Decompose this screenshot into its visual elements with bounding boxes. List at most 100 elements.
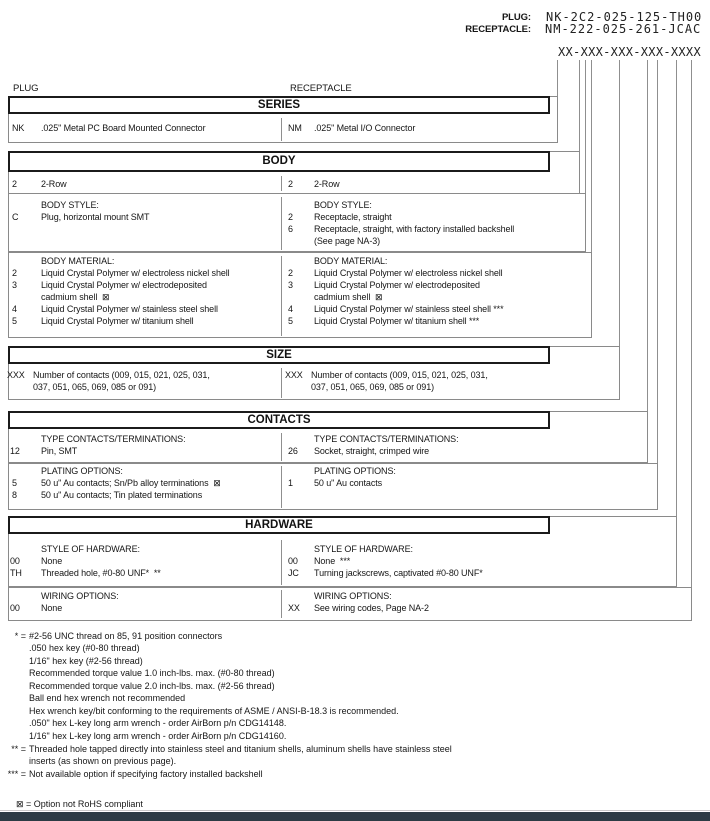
- connector-line-contact-type: [647, 60, 648, 463]
- rohs-legend: ⊠ = Option not RoHS compliant: [16, 799, 143, 809]
- connector-line-size: [619, 60, 620, 400]
- wiring-heading-right: WIRING OPTIONS:: [314, 591, 392, 601]
- option-desc: Liquid Crystal Polymer w/ electrodeposit…: [314, 280, 480, 290]
- option-code: XX: [288, 603, 300, 613]
- option-desc: Plug, horizontal mount SMT: [41, 212, 150, 222]
- footnote-triple-star-label: *** =: [7, 769, 26, 779]
- size-left-desc-1: Number of contacts (009, 015, 021, 025, …: [33, 370, 210, 380]
- body-style-heading-right: BODY STYLE:: [314, 200, 372, 210]
- contacts-plating-box: [8, 463, 658, 510]
- footnote-line: Not available option if specifying facto…: [29, 769, 263, 779]
- option-code: 3: [12, 280, 17, 290]
- wiring-heading-left: WIRING OPTIONS:: [41, 591, 119, 601]
- body-style-box: [8, 193, 586, 252]
- option-code: 3: [288, 280, 293, 290]
- size-right-desc-1: Number of contacts (009, 015, 021, 025, …: [311, 370, 488, 380]
- option-code: 00: [10, 603, 20, 613]
- option-code: 6: [288, 224, 293, 234]
- option-desc: Threaded hole, #0-80 UNF* **: [41, 568, 161, 578]
- footnote-double-star-label: ** =: [11, 744, 26, 754]
- option-desc: cadmium shell ⊠: [41, 292, 110, 302]
- option-code: 2: [12, 268, 17, 278]
- option-code: 00: [10, 556, 20, 566]
- contacts-header: CONTACTS: [8, 411, 550, 429]
- option-code: 2: [288, 212, 293, 222]
- option-code: 00: [288, 556, 298, 566]
- option-desc: Liquid Crystal Polymer w/ titanium shell…: [314, 316, 480, 326]
- option-desc: cadmium shell ⊠: [314, 292, 383, 302]
- body-row-right-desc: 2-Row: [314, 179, 340, 189]
- option-code: 2: [288, 268, 293, 278]
- hardware-wiring-box: [8, 587, 692, 621]
- footnote-line: .050 hex key (#0-80 thread): [29, 643, 140, 653]
- series-right-desc: .025" Metal I/O Connector: [314, 123, 416, 133]
- option-code: 26: [288, 446, 298, 456]
- option-code: 8: [12, 490, 17, 500]
- footnote-line: 1/16" hex L-key long arm wrench - order …: [29, 731, 287, 741]
- option-desc: (See page NA-3): [314, 236, 381, 246]
- receptacle-pn-label: RECEPTACLE:: [465, 24, 531, 35]
- body-material-heading-right: BODY MATERIAL:: [314, 256, 388, 266]
- footnote-line: 1/16" hex key (#2-56 thread): [29, 656, 143, 666]
- hardware-style-heading-left: STYLE OF HARDWARE:: [41, 544, 140, 554]
- bottom-light-rule: [0, 810, 710, 811]
- body-row-column-divider: [281, 176, 282, 191]
- option-code: 12: [10, 446, 20, 456]
- plug-part-number: NK-2C2-025-125-TH00: [546, 10, 703, 24]
- footnote-line: Threaded hole tapped directly into stain…: [29, 744, 452, 754]
- option-code: JC: [288, 568, 299, 578]
- footnote-star-label: * =: [14, 631, 26, 641]
- contacts-type-heading-right: TYPE CONTACTS/TERMINATIONS:: [314, 434, 459, 444]
- series-left-desc: .025" Metal PC Board Mounted Connector: [41, 123, 206, 133]
- body-row-right-code: 2: [288, 179, 293, 189]
- hardware-wiring-column-divider: [281, 590, 282, 618]
- plug-pn-label: PLUG:: [501, 12, 531, 23]
- connector-line-row: [579, 60, 580, 193]
- size-left-desc-2: 037, 051, 065, 069, 085 or 091): [33, 382, 157, 392]
- option-desc: Liquid Crystal Polymer w/ electrodeposit…: [41, 280, 207, 290]
- size-right-code: XXX: [285, 370, 303, 380]
- connector-line-plating: [657, 60, 658, 510]
- footnote-line: .050" hex L-key long arm wrench - order …: [29, 718, 287, 728]
- hardware-header: HARDWARE: [8, 516, 550, 534]
- series-column-divider: [281, 118, 282, 141]
- contacts-type-heading-left: TYPE CONTACTS/TERMINATIONS:: [41, 434, 186, 444]
- series-header: SERIES: [8, 96, 550, 114]
- option-desc: None ***: [314, 556, 351, 566]
- connector-line-wiring: [691, 60, 692, 621]
- option-code: 1: [288, 478, 293, 488]
- footnote-line: Hex wrench key/bit conforming to the req…: [29, 706, 399, 716]
- body-material-heading-left: BODY MATERIAL:: [41, 256, 115, 266]
- option-code: 5: [12, 316, 17, 326]
- connector-line-body-material: [591, 60, 592, 338]
- body-row-left-code: 2: [12, 179, 17, 189]
- option-code: 4: [288, 304, 293, 314]
- footnote-line: Recommended torque value 1.0 inch-lbs. m…: [29, 668, 275, 678]
- option-desc: 50 u" Au contacts; Tin plated terminatio…: [41, 490, 203, 500]
- part-number-pattern: XX-XXX-XXX-XXX-XXXX: [558, 45, 701, 59]
- option-desc: 50 u" Au contacts: [314, 478, 383, 488]
- hardware-style-column-divider: [281, 540, 282, 585]
- body-row-left-desc: 2-Row: [41, 179, 67, 189]
- option-desc: Socket, straight, crimped wire: [314, 446, 430, 456]
- option-code: C: [12, 212, 19, 222]
- series-right-code: NM: [288, 123, 302, 133]
- option-desc: Liquid Crystal Polymer w/ electroless ni…: [41, 268, 230, 278]
- connector-line-hardware-style: [676, 60, 677, 587]
- option-desc: None: [41, 603, 63, 613]
- size-right-desc-2: 037, 051, 065, 069, 085 or 091): [311, 382, 435, 392]
- body-header: BODY: [8, 151, 550, 172]
- receptacle-column-label: RECEPTACLE: [290, 83, 352, 94]
- receptacle-part-number: NM-222-025-261-JCAC: [545, 22, 702, 36]
- plating-heading-right: PLATING OPTIONS:: [314, 466, 396, 476]
- body-style-column-divider: [281, 197, 282, 250]
- footnote-line: #2-56 UNC thread on 85, 91 position conn…: [29, 631, 223, 641]
- size-left-code: XXX: [7, 370, 25, 380]
- connector-line-body-style: [585, 60, 586, 252]
- body-material-box: [8, 252, 592, 338]
- option-code: 5: [288, 316, 293, 326]
- option-desc: Liquid Crystal Polymer w/ stainless stee…: [41, 304, 218, 314]
- option-desc: See wiring codes, Page NA-2: [314, 603, 429, 613]
- option-code: 5: [12, 478, 17, 488]
